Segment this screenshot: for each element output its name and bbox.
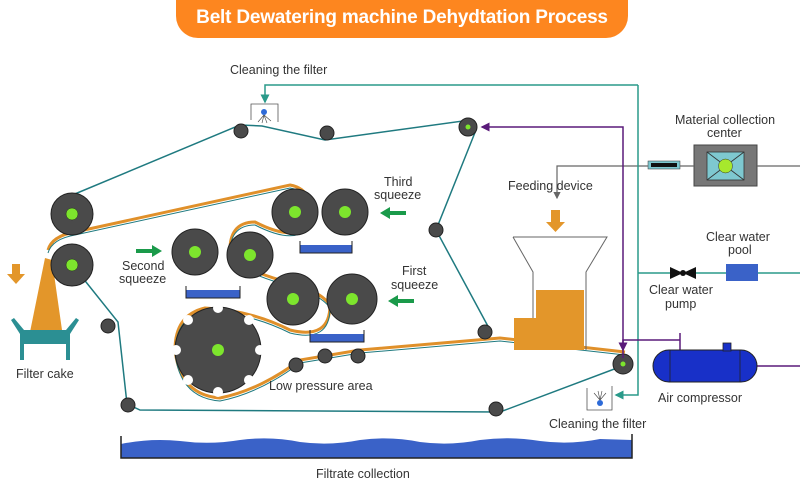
label-filter-cake: Filter cake xyxy=(16,367,74,381)
air-line-bottom xyxy=(618,339,680,352)
third-squeeze-roller-b xyxy=(321,188,369,236)
material-collection-center xyxy=(647,144,758,187)
label-material-collection: Material collection xyxy=(675,113,775,127)
first-squeeze-arrow xyxy=(388,295,414,307)
label-cleaning-filter-top: Cleaning the filter xyxy=(230,63,327,77)
idler-roller xyxy=(100,318,116,334)
left-lower-roller xyxy=(50,243,94,287)
label-clear-water-pool-2: pool xyxy=(728,243,752,257)
air-line-top xyxy=(480,122,624,358)
label-filtrate-collection: Filtrate collection xyxy=(316,467,410,481)
idler-roller xyxy=(120,397,136,413)
idler-roller xyxy=(477,324,493,340)
label-clear-water-pump-2: pump xyxy=(665,297,696,311)
feed-down-arrow xyxy=(546,210,565,232)
label-first-squeeze: First xyxy=(402,264,427,278)
filter-cake-down-arrow xyxy=(7,264,25,284)
idler-roller xyxy=(233,123,249,139)
cleaning-spray-top xyxy=(250,103,279,124)
third-squeeze-roller-a xyxy=(271,188,319,236)
diagram-title: Belt Dewatering machine Dehydtation Proc… xyxy=(176,0,628,38)
low-pressure-roller xyxy=(317,348,333,364)
low-pressure-roller xyxy=(350,348,366,364)
label-third-squeeze: Third xyxy=(384,175,413,189)
left-upper-roller xyxy=(50,192,94,236)
idler-roller xyxy=(428,222,444,238)
wash-water-line xyxy=(614,85,639,400)
filter-cake-bin xyxy=(11,318,79,360)
clear-water-pool xyxy=(726,264,758,281)
rollers xyxy=(50,117,634,417)
label-air-compressor: Air compressor xyxy=(658,391,742,405)
wash-water-line-top xyxy=(260,84,638,104)
feeding-hopper xyxy=(512,236,608,350)
label-clear-water-pool: Clear water xyxy=(706,230,770,244)
second-squeeze-roller-a xyxy=(171,228,219,276)
label-clear-water-pump: Clear water xyxy=(649,283,713,297)
label-cleaning-filter-bottom: Cleaning the filter xyxy=(549,417,646,431)
air-compressor-tank xyxy=(652,342,758,383)
first-squeeze-roller-b xyxy=(326,273,378,325)
perforated-drum xyxy=(171,303,265,397)
label-second-squeeze: Second xyxy=(122,259,164,273)
second-squeeze-roller-b xyxy=(226,231,274,279)
label-third-squeeze-2: squeeze xyxy=(374,188,421,202)
label-feeding-device: Feeding device xyxy=(508,179,593,193)
clear-water-pump-valve xyxy=(670,267,696,279)
second-squeeze-arrow xyxy=(136,245,162,257)
label-first-squeeze-2: squeeze xyxy=(391,278,438,292)
label-low-pressure-area: Low pressure area xyxy=(269,379,373,393)
idler-roller xyxy=(319,125,335,141)
feed-line xyxy=(557,165,800,198)
label-second-squeeze-2: squeeze xyxy=(119,272,166,286)
idler-roller xyxy=(488,401,504,417)
cleaning-spray-bottom xyxy=(586,386,613,411)
drive-roller-top xyxy=(458,117,478,137)
low-pressure-roller xyxy=(288,357,304,373)
third-squeeze-arrow xyxy=(380,207,406,219)
first-squeeze-roller-a xyxy=(266,272,320,326)
label-material-collection-2: center xyxy=(707,126,742,140)
filtrate-collection-tray xyxy=(120,434,633,459)
squeeze-water-trays xyxy=(185,241,365,343)
